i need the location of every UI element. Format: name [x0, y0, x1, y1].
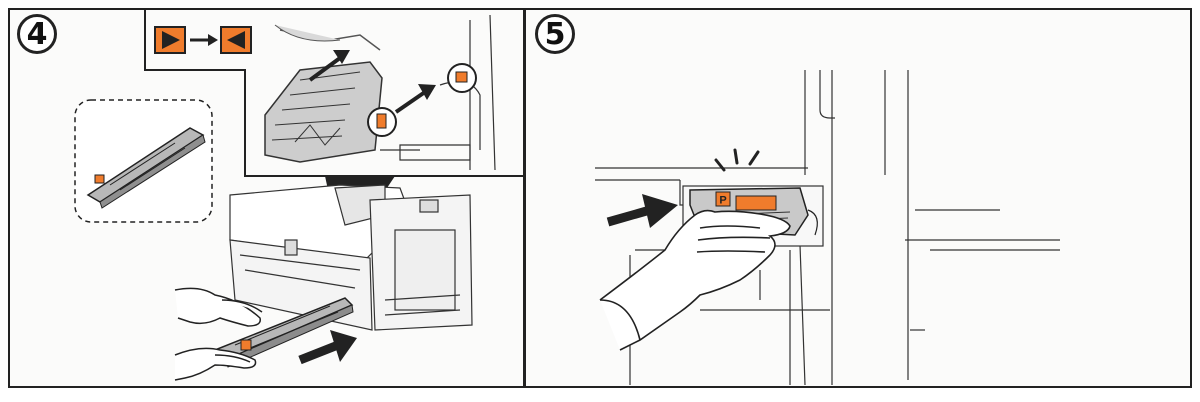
push-arrow-step4-icon — [298, 330, 357, 365]
machine-body — [229, 184, 473, 331]
hand-lower — [174, 347, 257, 381]
step-4-number: 4 — [17, 14, 57, 54]
machine-side-view — [595, 70, 1060, 386]
step-4-panel — [74, 10, 523, 381]
hand-upper — [174, 287, 263, 327]
step-5-panel: P — [595, 70, 1060, 386]
panel-divider — [523, 8, 526, 388]
click-sound-icon — [714, 148, 760, 172]
hand-pushing — [599, 209, 791, 351]
arrow-up-detail-icon — [308, 50, 350, 82]
lever-label-box — [715, 191, 731, 207]
triangle-right-icon — [162, 31, 180, 49]
lever-orange-tab — [735, 195, 777, 211]
detail-illustration — [264, 14, 496, 171]
lever-label: P — [719, 195, 726, 207]
direction-indicator — [154, 26, 252, 54]
tray-part-icon — [86, 127, 206, 209]
step-5-number: 5 — [535, 14, 575, 54]
push-arrow-step5-icon — [606, 194, 678, 228]
arrow-diagonal-detail-icon — [394, 84, 436, 114]
arrow-right-icon — [190, 34, 218, 46]
triangle-left-icon — [227, 31, 245, 49]
